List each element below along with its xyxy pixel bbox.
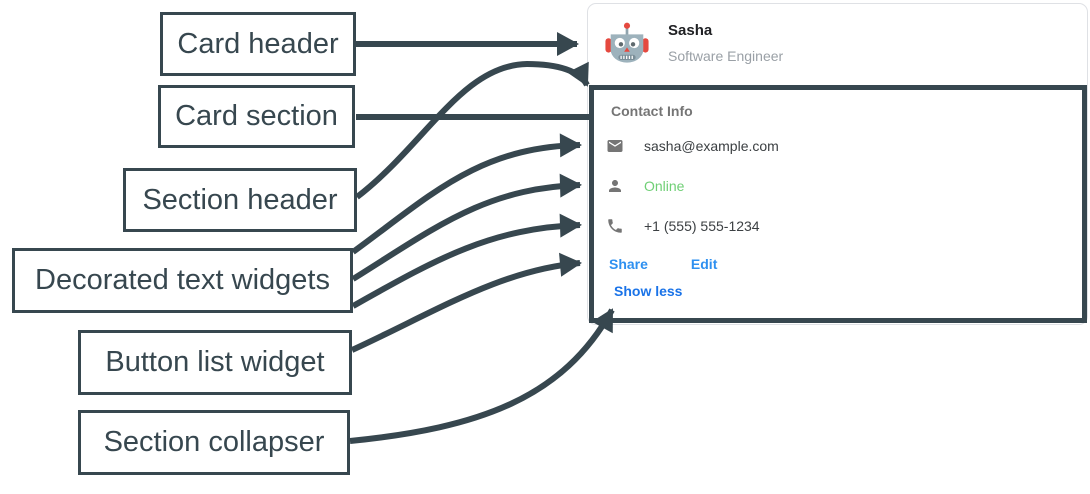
arrow-button-list (350, 252, 582, 353)
status-text: Online (644, 178, 685, 194)
arrow-section-header (355, 60, 590, 200)
section-collapser-button[interactable]: Show less (614, 283, 683, 299)
edit-button[interactable]: Edit (690, 256, 718, 272)
label-decorated-text-widgets-text: Decorated text widgets (35, 264, 330, 296)
label-decorated-text-widgets: Decorated text widgets (12, 248, 353, 313)
label-button-list-widget-text: Button list widget (105, 346, 325, 378)
person-icon (609, 180, 621, 192)
person-name: Sasha (668, 22, 713, 39)
button-list-widget: Share Edit (609, 256, 717, 272)
label-card-header: Card header (160, 12, 356, 76)
arrow-section-collapser (349, 308, 615, 444)
phone-icon (608, 219, 622, 233)
label-section-collapser: Section collapser (78, 410, 350, 475)
label-button-list-widget: Button list widget (78, 330, 352, 395)
decorated-text-email: sasha@example.com (606, 136, 779, 156)
label-section-header: Section header (123, 168, 357, 232)
label-card-section-text: Card section (175, 100, 338, 132)
arrow-decorated-phone (351, 213, 582, 309)
card-header: Sasha Software Engineer (588, 4, 1087, 84)
contact-card: Sasha Software Engineer Contact Info sas… (587, 3, 1088, 325)
label-card-section: Card section (158, 85, 355, 148)
arrow-decorated-email (351, 133, 582, 255)
phone-text: +1 (555) 555-1234 (644, 218, 760, 234)
share-button[interactable]: Share (609, 256, 648, 272)
robot-avatar-icon (605, 22, 649, 63)
card-section: Contact Info sasha@example.com Online +1… (589, 85, 1087, 323)
section-header-title: Contact Info (611, 103, 693, 119)
label-card-header-text: Card header (177, 27, 339, 60)
card-header-text: Sasha Software Engineer (668, 18, 783, 64)
decorated-text-phone: +1 (555) 555-1234 (606, 216, 760, 236)
email-icon (607, 140, 623, 152)
label-section-header-text: Section header (142, 183, 338, 216)
decorated-text-status: Online (606, 176, 684, 196)
arrow-decorated-status (351, 173, 582, 282)
person-subtitle: Software Engineer (668, 48, 784, 64)
label-section-collapser-text: Section collapser (103, 426, 325, 458)
email-text: sasha@example.com (644, 138, 779, 154)
